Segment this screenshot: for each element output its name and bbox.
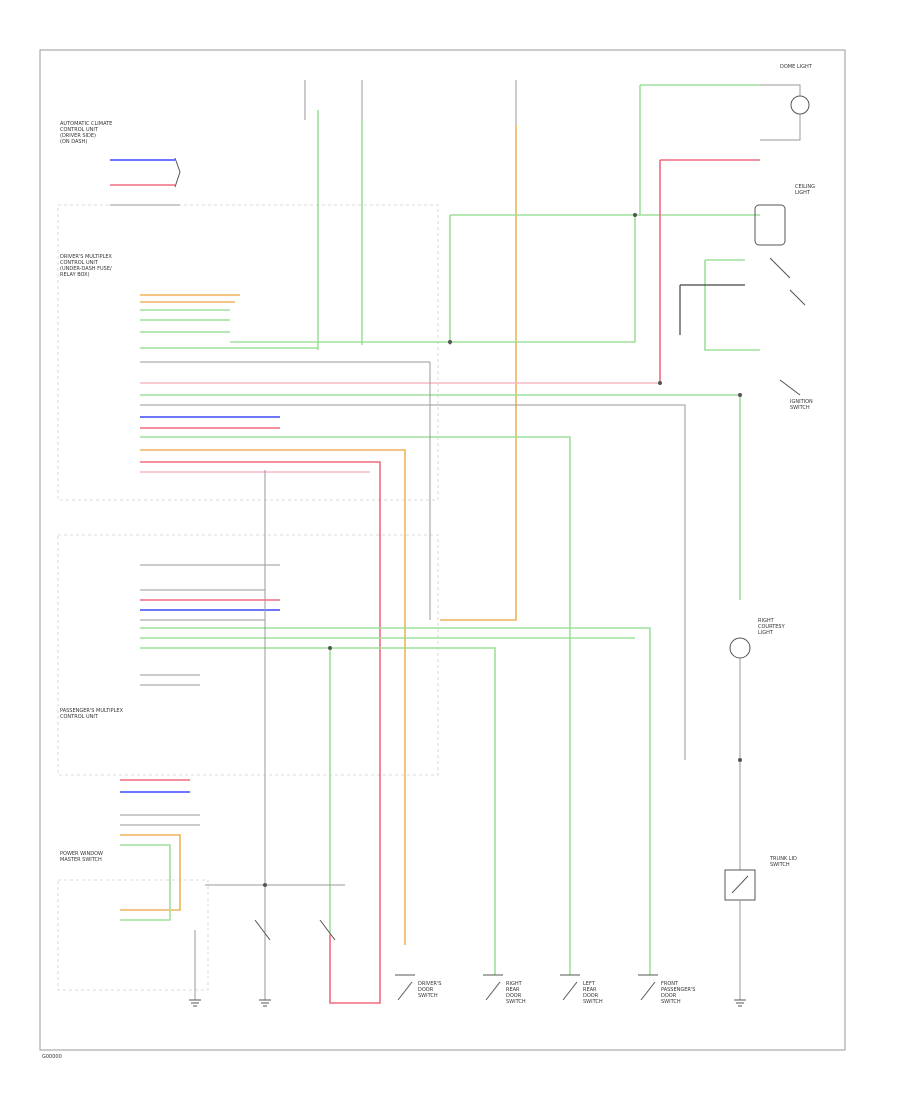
ignition-switch-line-2: SWITCH	[790, 405, 810, 411]
power-window-outline	[57, 879, 209, 991]
wire-green-pw	[120, 844, 171, 921]
door-switch-lr-line-2: REAR	[583, 987, 597, 993]
door-switch-rr-line-2: REAR	[506, 987, 520, 993]
wire-red-driver-2	[140, 461, 381, 1004]
ceiling-light-symbol	[754, 204, 786, 246]
door-switch-rr-line-1: RIGHT	[506, 981, 523, 987]
trunk-switch-line-2: SWITCH	[770, 862, 790, 868]
door-switch-fp-line-3: DOOR	[661, 993, 677, 999]
power-window-line-2: MASTER SWITCH	[60, 857, 102, 863]
passenger-window-switch-blade	[319, 919, 336, 941]
junction-dots	[263, 213, 742, 887]
climate-unit-line-3: (DRIVER SIDE)	[60, 133, 96, 139]
ignition-switch-symbol	[779, 379, 801, 396]
driver-mpcs-line-4: RELAY BOX)	[60, 272, 90, 278]
wire-orange-fuse	[440, 125, 517, 621]
ceiling-light-line-2: LIGHT	[795, 190, 811, 196]
door-switch-driver-line-2: DOOR	[418, 987, 434, 993]
driver-mpcs-line-2: CONTROL UNIT	[60, 260, 99, 266]
passenger-mpcs-line-2: CONTROL UNIT	[60, 714, 99, 720]
door-switch-right-rear	[483, 974, 503, 1001]
driver-window-switch-blade	[254, 919, 271, 941]
diagram-frame	[39, 49, 846, 1051]
door-switch-fp-line-4: SWITCH	[661, 999, 681, 1005]
wire-green-driver-8	[140, 436, 571, 975]
door-switch-lr-line-4: SWITCH	[583, 999, 603, 1005]
climate-unit-label: AUTOMATIC CLIMATE CONTROL UNIT (DRIVER S…	[60, 121, 112, 145]
door-switch-rr-line-4: SWITCH	[506, 999, 526, 1005]
door-switch-left-rear	[560, 974, 580, 1001]
wire-black-ceiling	[679, 284, 745, 335]
right-courtesy-line-2: COURTESY	[758, 624, 786, 630]
power-window-label: POWER WINDOW MASTER SWITCH	[60, 851, 103, 863]
right-courtesy-symbol	[729, 637, 751, 659]
door-switch-rr-line-3: DOOR	[506, 993, 522, 999]
door-switch-front-passenger	[638, 974, 658, 1001]
footer-label: G00000	[42, 1054, 62, 1060]
ignition-switch-label: IGNITION SWITCH	[790, 399, 813, 411]
trunk-switch-line-1: TRUNK LID	[769, 856, 797, 862]
door-switch-labels: DRIVER'S DOOR SWITCH RIGHT REAR DOOR SWI…	[418, 981, 695, 1005]
right-courtesy-line-3: LIGHT	[758, 630, 774, 636]
wire-green-ceiling-loop	[704, 259, 760, 351]
wire-gray-driver-7	[140, 404, 686, 760]
driver-mpcs-outline	[57, 204, 439, 501]
driver-mpcs-label: DRIVER'S MULTIPLEX CONTROL UNIT (UNDER-D…	[60, 254, 113, 278]
climate-unit-line-1: AUTOMATIC CLIMATE	[60, 121, 112, 127]
door-switch-fp-line-2: PASSENGER'S	[661, 987, 695, 993]
door-switch-driver-line-3: SWITCH	[418, 993, 438, 999]
trunk-switch-label: TRUNK LID SWITCH	[769, 856, 797, 868]
door-switch-lr-line-3: DOOR	[583, 993, 599, 999]
wire-green-main-mid	[230, 215, 636, 343]
dome-light-label-line: DOME LIGHT	[780, 64, 813, 70]
ignition-switch-line-1: IGNITION	[790, 399, 813, 405]
climate-unit-line-2: CONTROL UNIT	[60, 127, 99, 133]
driver-mpcs-line-1: DRIVER'S MULTIPLEX	[60, 254, 113, 260]
door-switch-lr-line-1: LEFT	[583, 981, 596, 987]
driver-mpcs-line-3: (UNDER-DASH FUSE/	[60, 266, 112, 272]
climate-bus-connector	[174, 157, 181, 188]
wire-orange-pw	[120, 834, 181, 911]
ground-symbols	[189, 999, 746, 1007]
passenger-mpcs-outline	[57, 534, 439, 776]
door-switch-driver-line-1: DRIVER'S	[418, 981, 441, 987]
dome-light-symbol	[790, 95, 810, 115]
door-switch-fp-line-1: FRONT	[661, 981, 679, 987]
wire-orange-driver-3	[140, 449, 406, 945]
door-switch-driver	[395, 974, 415, 1001]
dome-light-label: DOME LIGHT	[780, 64, 813, 70]
dome-light-lead	[760, 84, 801, 141]
ceiling-light-line-1: CEILING	[795, 184, 815, 190]
wire-green-pass-1	[140, 627, 651, 975]
passenger-mpcs-line-1: PASSENGER'S MULTIPLEX	[60, 708, 124, 714]
power-window-line-1: POWER WINDOW	[60, 851, 103, 857]
climate-unit-line-4: (ON DASH)	[60, 139, 87, 145]
passenger-mpcs-label: PASSENGER'S MULTIPLEX CONTROL UNIT	[60, 708, 124, 720]
trunk-switch-blade	[731, 875, 749, 894]
wire-green-pass-3	[140, 647, 496, 975]
ceiling-light-label: CEILING LIGHT	[795, 184, 815, 196]
right-courtesy-label: RIGHT COURTESY LIGHT	[758, 618, 786, 636]
right-courtesy-line-1: RIGHT	[758, 618, 775, 624]
ceiling-switch	[769, 257, 806, 306]
